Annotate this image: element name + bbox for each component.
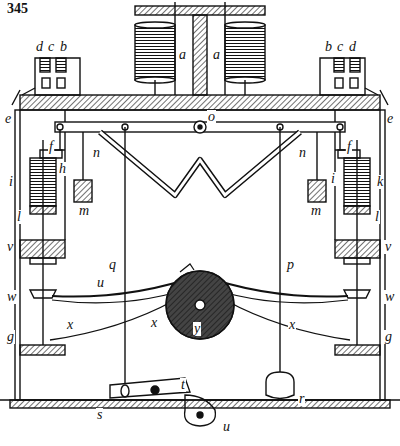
callout-letter: p [286,258,295,272]
callout-letter: r [298,392,305,406]
callout-letter: a [212,48,221,62]
callout-letter: c [336,40,344,54]
callout-letter: i [8,175,14,189]
callout-letter: h [58,162,67,176]
callout-letter: b [324,40,333,54]
callout-letter: s [96,408,103,422]
callout-letter: x [288,318,296,332]
callout-letter: n [298,146,307,160]
callout-letter: m [310,204,322,218]
callout-letter: e [4,112,12,126]
callout-letter: u [222,420,231,434]
callout-letter: k [376,175,384,189]
callout-letter: d [348,40,357,54]
callout-letter: i [330,172,336,186]
callout-letter: a [178,48,187,62]
callout-letter: f [346,140,352,154]
callout-letter: w [384,290,395,304]
callout-letter: c [47,40,55,54]
callout-letter: f [48,140,54,154]
callout-letter: w [6,290,17,304]
callout-letter: g [384,330,393,344]
callout-letter: l [374,210,380,224]
callout-letter: g [6,330,15,344]
callout-letter: l [16,210,22,224]
callout-letter: v [6,240,14,254]
callout-letter: t [180,378,186,392]
figure-number: 345 [6,2,29,16]
callout-letter: d [35,40,44,54]
callout-letter: o [207,110,216,124]
callout-letter: v [384,240,392,254]
callout-letter: m [78,204,90,218]
callout-letter: u [96,276,105,290]
callout-letter: n [92,146,101,160]
callout-letter: e [386,112,394,126]
callout-letter: b [59,40,68,54]
callout-letter: x [150,316,158,330]
callout-letter: q [108,258,117,272]
callout-letter: y [193,322,201,336]
callout-letter: x [66,318,74,332]
